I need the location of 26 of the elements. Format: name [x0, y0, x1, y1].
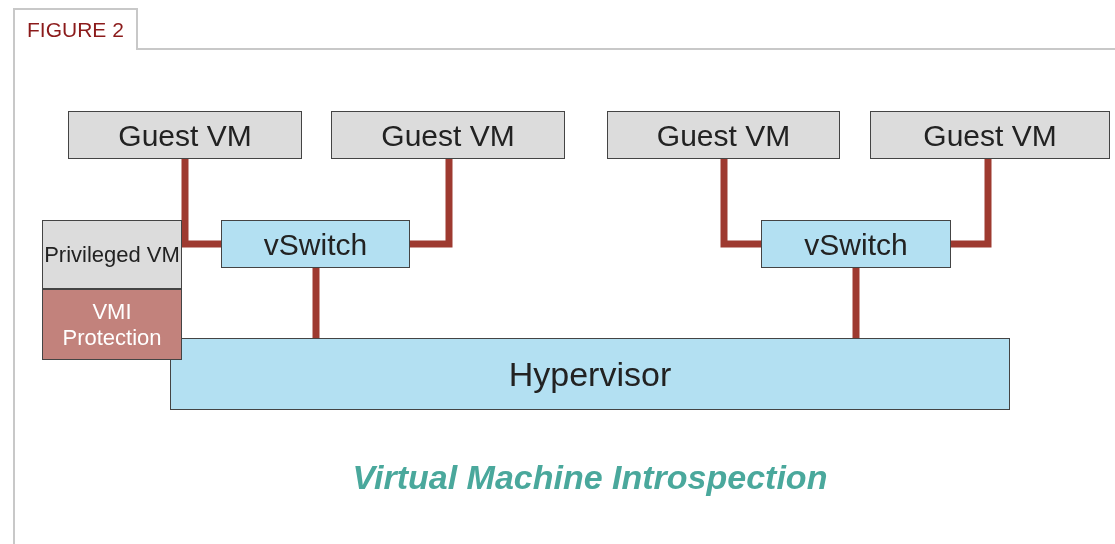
vm-box	[42, 220, 182, 289]
node-label: Privileged VM	[44, 241, 180, 268]
node-label: Guest VM	[656, 117, 791, 154]
figure-tab: FIGURE 2	[13, 8, 138, 50]
switch-box	[221, 220, 410, 268]
node-label: Hypervisor	[508, 353, 672, 395]
caption: Virtual Machine Introspection	[351, 457, 829, 498]
node-label: Guest VM	[923, 117, 1057, 154]
connector-line	[852, 268, 860, 338]
switch-box	[761, 220, 951, 268]
vm-box	[870, 111, 1110, 159]
connector-line	[951, 159, 992, 248]
vm-box	[607, 111, 840, 159]
protection-box	[42, 289, 182, 360]
connector-line	[720, 159, 761, 248]
node-label: vSwitch	[804, 226, 908, 263]
node-label: Guest VM	[118, 117, 252, 154]
vm-box	[68, 111, 302, 159]
node-label: VMI Protection	[61, 298, 163, 351]
vm-box	[331, 111, 565, 159]
connector-line	[181, 159, 221, 248]
connector-line	[410, 159, 453, 248]
node-label: Guest VM	[381, 117, 515, 154]
hypervisor-box	[170, 338, 1010, 410]
connector-line	[312, 268, 320, 338]
node-label: vSwitch	[263, 226, 368, 263]
